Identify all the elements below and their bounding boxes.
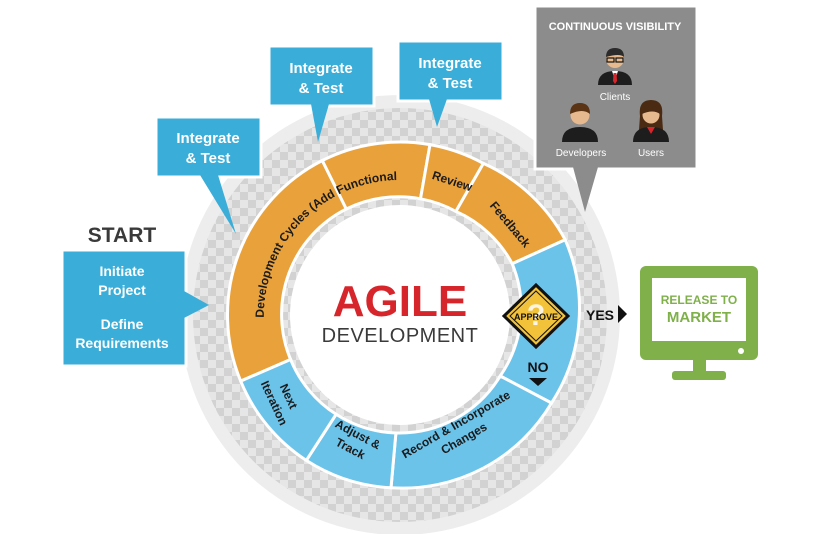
callout-integrate-test-2: Integrate & Test xyxy=(267,44,376,142)
svg-text:Integrate: Integrate xyxy=(176,130,239,147)
svg-text:& Test: & Test xyxy=(186,150,231,167)
yes-label: YES xyxy=(586,307,614,323)
no-label: NO xyxy=(528,359,549,375)
start-box: Initiate Project Define Requirements xyxy=(60,248,209,368)
role-users: Users xyxy=(638,148,664,159)
svg-text:& Test: & Test xyxy=(428,75,473,92)
center-subtitle: DEVELOPMENT xyxy=(322,325,479,347)
developer-person-icon xyxy=(562,103,598,142)
visibility-title: CONTINUOUS VISIBILITY xyxy=(549,21,682,33)
start-label: START xyxy=(88,224,157,247)
monitor-icon: RELEASE TO MARKET xyxy=(640,266,758,380)
start-line-2: Project xyxy=(98,282,146,298)
segment-next-iteration xyxy=(238,357,339,463)
svg-text:& Test: & Test xyxy=(299,80,344,97)
client-person-icon xyxy=(598,48,632,85)
question-mark-icon: ? xyxy=(527,299,545,332)
center-title: AGILE xyxy=(333,277,467,326)
role-developers: Developers xyxy=(556,148,607,159)
center-hub xyxy=(290,205,510,425)
callout-integrate-test-3: Integrate & Test xyxy=(396,39,505,127)
approve-sign: ? APPROVE xyxy=(501,282,571,350)
callout-integrate-test-1: Integrate & Test xyxy=(154,115,263,234)
release-line-1: RELEASE TO xyxy=(661,293,737,307)
right-arrow-icon xyxy=(618,305,627,323)
svg-text:Integrate: Integrate xyxy=(289,60,352,77)
role-clients: Clients xyxy=(600,92,631,103)
continuous-visibility-panel: CONTINUOUS VISIBILITY Clients Developers xyxy=(533,4,699,212)
release-line-2: MARKET xyxy=(667,309,731,326)
start-line-4: Requirements xyxy=(75,335,169,351)
start-line-1: Initiate xyxy=(99,263,144,279)
approve-label: APPROVE xyxy=(514,312,558,322)
start-line-3: Define xyxy=(101,316,144,332)
svg-text:Integrate: Integrate xyxy=(418,55,481,72)
down-arrow-icon xyxy=(529,378,547,386)
user-person-icon xyxy=(633,100,669,142)
